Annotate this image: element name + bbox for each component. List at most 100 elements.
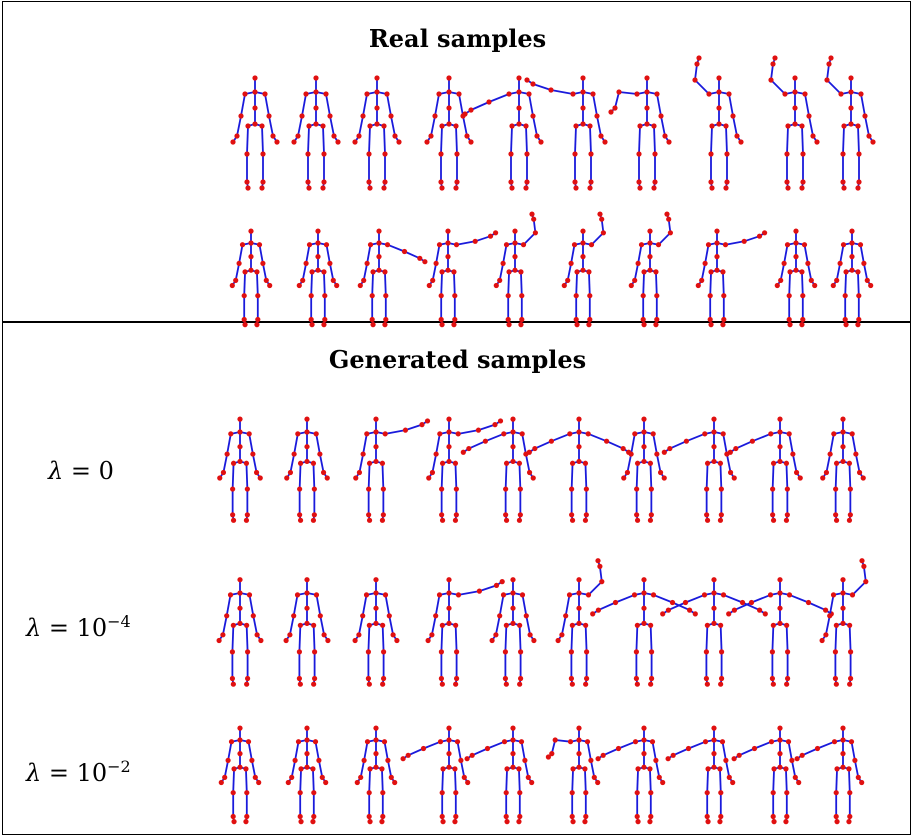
skeleton-joint: [563, 613, 569, 619]
skeleton-joint: [683, 438, 690, 444]
skeleton-bone: [700, 263, 706, 281]
skeleton-joint: [454, 151, 460, 157]
skeleton-joint: [503, 242, 510, 248]
skeleton-joint: [384, 91, 390, 97]
skeleton-joint: [653, 322, 659, 328]
skeleton-row2-item2: [296, 228, 340, 328]
skeleton-joint: [222, 774, 228, 781]
skeleton-bone: [551, 433, 571, 443]
skeleton-bone: [252, 615, 258, 635]
skeleton-joint: [830, 592, 837, 598]
skeleton-joint: [585, 431, 591, 437]
skeleton-row1-item5: [462, 75, 544, 191]
skeleton-joint: [382, 151, 388, 157]
skeleton-joint: [584, 739, 591, 745]
skeleton-joint: [453, 512, 459, 518]
skeleton-joint: [771, 766, 777, 772]
skeleton-bone: [301, 93, 307, 117]
skeleton-joint: [502, 649, 508, 655]
skeleton-joint: [493, 230, 499, 236]
skeleton-joint: [718, 681, 724, 687]
skeleton-joint: [823, 607, 829, 613]
skeleton-row1-item9: [768, 55, 820, 191]
skeleton-joint: [242, 322, 248, 328]
skeleton-joint: [599, 579, 605, 585]
skeleton-joint: [770, 460, 777, 466]
skeleton-joint: [304, 577, 310, 583]
skeleton-joint: [458, 757, 464, 764]
skeleton-joint: [373, 764, 379, 770]
skeleton-joint: [660, 611, 666, 617]
skeleton-joint: [356, 632, 362, 638]
skeleton-joint: [530, 81, 536, 87]
skeleton-joint: [840, 151, 846, 157]
skeleton-joint: [292, 757, 298, 764]
skeleton-joint: [806, 113, 812, 119]
skeleton-bone: [672, 747, 689, 757]
skeleton-joint: [711, 605, 717, 611]
skeleton-bone: [474, 235, 491, 243]
skeleton-joint: [489, 637, 495, 644]
skeleton-joint: [510, 737, 516, 743]
skeleton-joint: [770, 790, 776, 796]
skeleton-joint: [731, 756, 737, 762]
skeleton-bone: [860, 93, 866, 117]
skeleton-bone: [839, 244, 845, 264]
skeleton-joint: [565, 277, 571, 283]
skeleton-joint: [848, 89, 854, 95]
skeleton-row5-item5: [464, 725, 535, 825]
skeleton-joint: [405, 752, 411, 758]
skeleton-joint: [636, 151, 642, 157]
skeleton-joint: [503, 517, 510, 523]
skeleton-joint: [570, 91, 576, 97]
skeleton-joint: [600, 230, 607, 236]
skeleton-joint: [840, 429, 846, 435]
skeleton-bone: [532, 115, 538, 137]
skeleton-joint: [704, 622, 710, 628]
skeleton-bone: [362, 263, 368, 281]
skeleton-bone: [574, 125, 577, 155]
skeleton-joint: [380, 512, 386, 518]
skeleton-bone: [590, 760, 596, 778]
skeleton-bone: [528, 93, 534, 117]
skeleton-joint: [569, 790, 575, 796]
skeleton-joint: [252, 75, 258, 81]
skeleton-row3-item8: [661, 416, 737, 523]
skeleton-joint: [777, 725, 783, 731]
skeleton-bone: [232, 768, 235, 793]
skeleton-joint: [849, 254, 855, 260]
skeleton-joint: [248, 240, 254, 246]
skeleton-joint: [519, 316, 525, 323]
skeleton-joint: [218, 779, 224, 786]
skeleton-joint: [363, 592, 370, 598]
skeleton-joint: [641, 764, 647, 770]
skeleton-joint: [366, 512, 372, 518]
skeleton-joint: [654, 293, 660, 299]
skeleton-joint: [365, 675, 371, 682]
skeleton-joint: [730, 113, 736, 119]
skeleton-bone: [441, 768, 444, 793]
skeleton-joint: [797, 475, 803, 481]
skeleton-joint: [842, 293, 848, 299]
skeleton-joint: [523, 123, 529, 129]
skeleton-joint: [591, 774, 597, 781]
skeleton-bone: [440, 271, 443, 296]
skeleton-joint: [374, 89, 380, 95]
skeleton-joint: [831, 431, 837, 437]
skeleton-joint: [576, 620, 582, 627]
skeleton-joint: [502, 675, 508, 682]
skeleton-joint: [230, 813, 236, 820]
skeleton-joint: [370, 322, 376, 328]
skeleton-bone: [709, 271, 712, 296]
skeleton-bone: [222, 453, 229, 473]
skeleton-joint: [721, 293, 727, 299]
skeleton-bone: [723, 594, 743, 604]
skeleton-joint: [711, 416, 717, 422]
skeleton-joint: [704, 512, 710, 518]
skeleton-bone: [656, 93, 662, 117]
skeleton-joint: [510, 590, 516, 596]
skeleton-joint: [506, 322, 512, 328]
skeleton-joint: [720, 322, 726, 328]
skeleton-bone: [383, 741, 389, 761]
skeleton-joint: [570, 766, 576, 772]
